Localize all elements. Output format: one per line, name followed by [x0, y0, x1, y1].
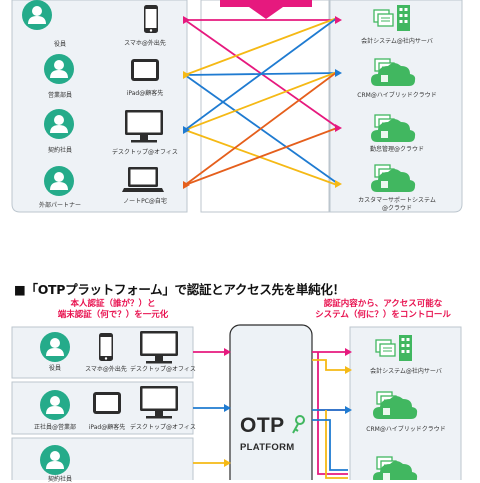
- tablet-icon: [93, 392, 121, 414]
- device-label: ノートPC@自宅: [123, 198, 167, 205]
- person-icon: [40, 445, 70, 475]
- platform-box: [229, 324, 313, 480]
- system-label: 勤怠管理@クラウド: [369, 146, 424, 153]
- user-label: 営業部員: [47, 92, 72, 99]
- left-note-line1: 本人認証（誰が？）と: [70, 299, 156, 309]
- platform-subtitle: PLATFORM: [240, 442, 295, 453]
- user-label: 契約社員: [47, 147, 72, 154]
- system-label: 会計システム@社内サーバ: [370, 368, 442, 375]
- system-label: カスタマーサポートシステム: [358, 197, 436, 204]
- user-label: 正社員@営業部: [33, 424, 76, 431]
- user-label: 役員: [53, 41, 66, 48]
- left-note: 本人認証（誰が？）と 端末認証（何で？）を一元化: [38, 299, 188, 321]
- bottom-connections: [193, 351, 348, 479]
- device-label: スマホ@外出先: [85, 366, 127, 373]
- right-note: 認証内容から、アクセス可能な システム（何に？）をコントロール: [298, 299, 468, 321]
- key-icon: [292, 415, 305, 434]
- right-note-line2: システム（何に？）をコントロール: [315, 310, 451, 320]
- system-label: 会計システム@社内サーバ: [361, 38, 433, 45]
- person-icon: [44, 109, 74, 139]
- person-icon: [40, 332, 70, 362]
- system-label: CRM@ハイブリッドクラウド: [366, 426, 446, 433]
- top-connections: [184, 17, 338, 186]
- smartphone-icon: [144, 5, 158, 33]
- user-label: 外部パートナー: [38, 202, 81, 209]
- system-label: CRM@ハイブリッドクラウド: [357, 92, 437, 99]
- top-arrowheads: [183, 16, 342, 189]
- device-label: iPad@顧客先: [88, 424, 126, 431]
- top-user-panel: [11, 0, 188, 213]
- person-icon: [40, 390, 70, 420]
- device-label: スマホ@外出先: [124, 40, 166, 47]
- person-icon: [44, 166, 74, 196]
- device-label: iPad@顧客先: [126, 90, 164, 97]
- user-label: 役員: [48, 365, 61, 372]
- device-label: デスクトップ@オフィス: [112, 149, 178, 156]
- left-note-line2: 端末認証（何で？）を一元化: [57, 310, 169, 320]
- person-icon: [44, 54, 74, 84]
- top-center-panel: [200, 0, 330, 213]
- top-system-panel: [329, 0, 463, 213]
- device-label: デスクトップ@オフィス: [130, 366, 196, 373]
- section-heading: ■「OTPプラットフォーム」で認証とアクセス先を単純化！: [14, 282, 345, 297]
- device-label: デスクトップ@オフィス: [130, 424, 196, 431]
- tablet-icon: [131, 59, 159, 81]
- right-note-line1: 認証内容から、アクセス可能な: [323, 299, 443, 309]
- laptop-icon: [122, 167, 164, 192]
- smartphone-icon: [99, 333, 113, 361]
- bottom-arrowheads: [224, 348, 352, 467]
- system-label: @クラウド: [381, 205, 412, 212]
- down-arrow-icon: [220, 0, 312, 19]
- platform-logo: OTP: [240, 414, 285, 437]
- person-icon: [22, 0, 52, 30]
